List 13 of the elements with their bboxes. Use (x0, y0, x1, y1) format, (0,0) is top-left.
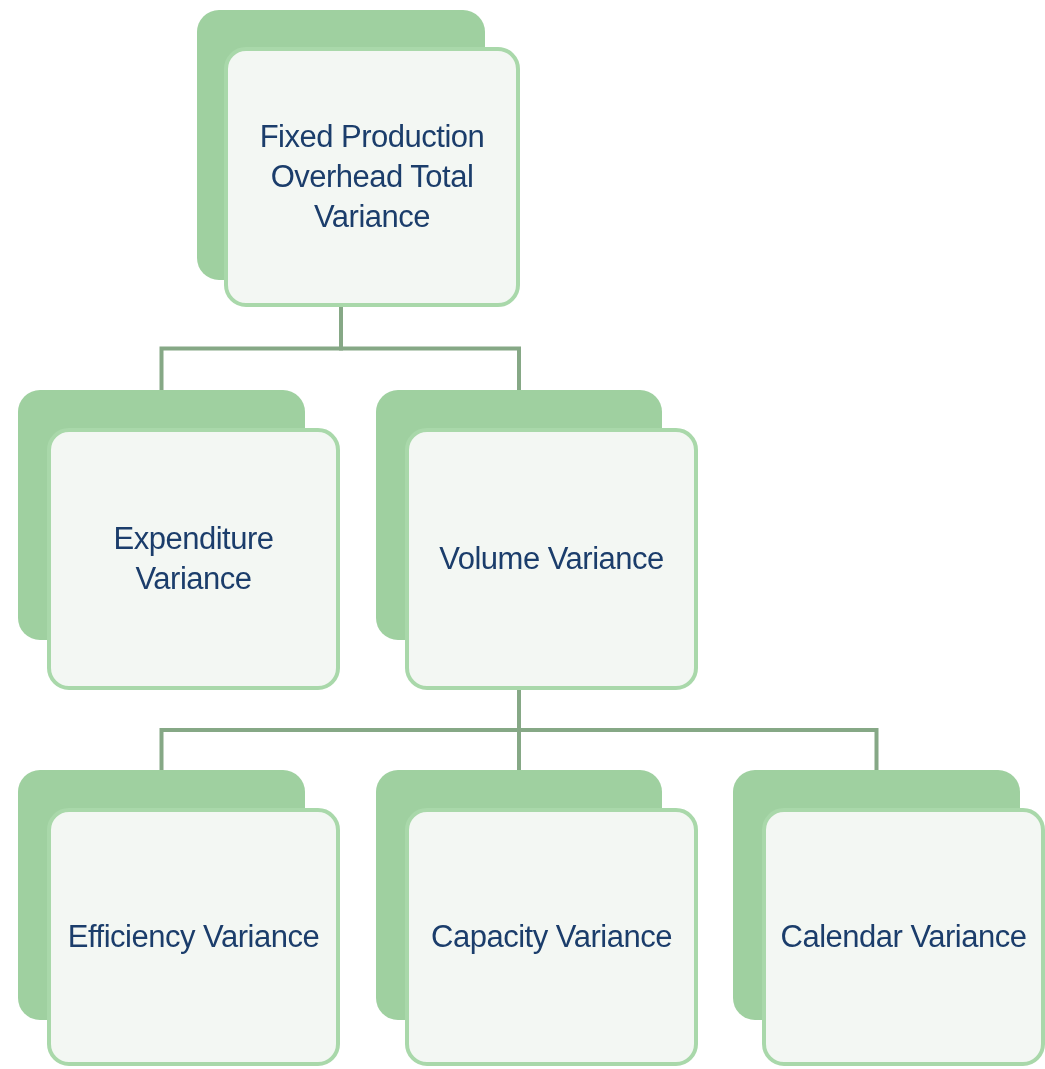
card-node (733, 770, 1045, 1066)
card-node (18, 390, 340, 690)
node-label: Expenditure Variance (112, 519, 275, 598)
card-node (376, 770, 698, 1066)
node-label: Fixed Production Overhead Total Variance (258, 117, 486, 237)
card-node (376, 390, 698, 690)
node-label: Volume Variance (438, 539, 665, 578)
card-node (18, 770, 340, 1066)
node-label: Calendar Variance (779, 917, 1028, 956)
card-node (197, 10, 520, 307)
node-label: Efficiency Variance (66, 917, 321, 956)
node-label: Capacity Variance (430, 917, 673, 956)
connector-line (339, 307, 521, 390)
